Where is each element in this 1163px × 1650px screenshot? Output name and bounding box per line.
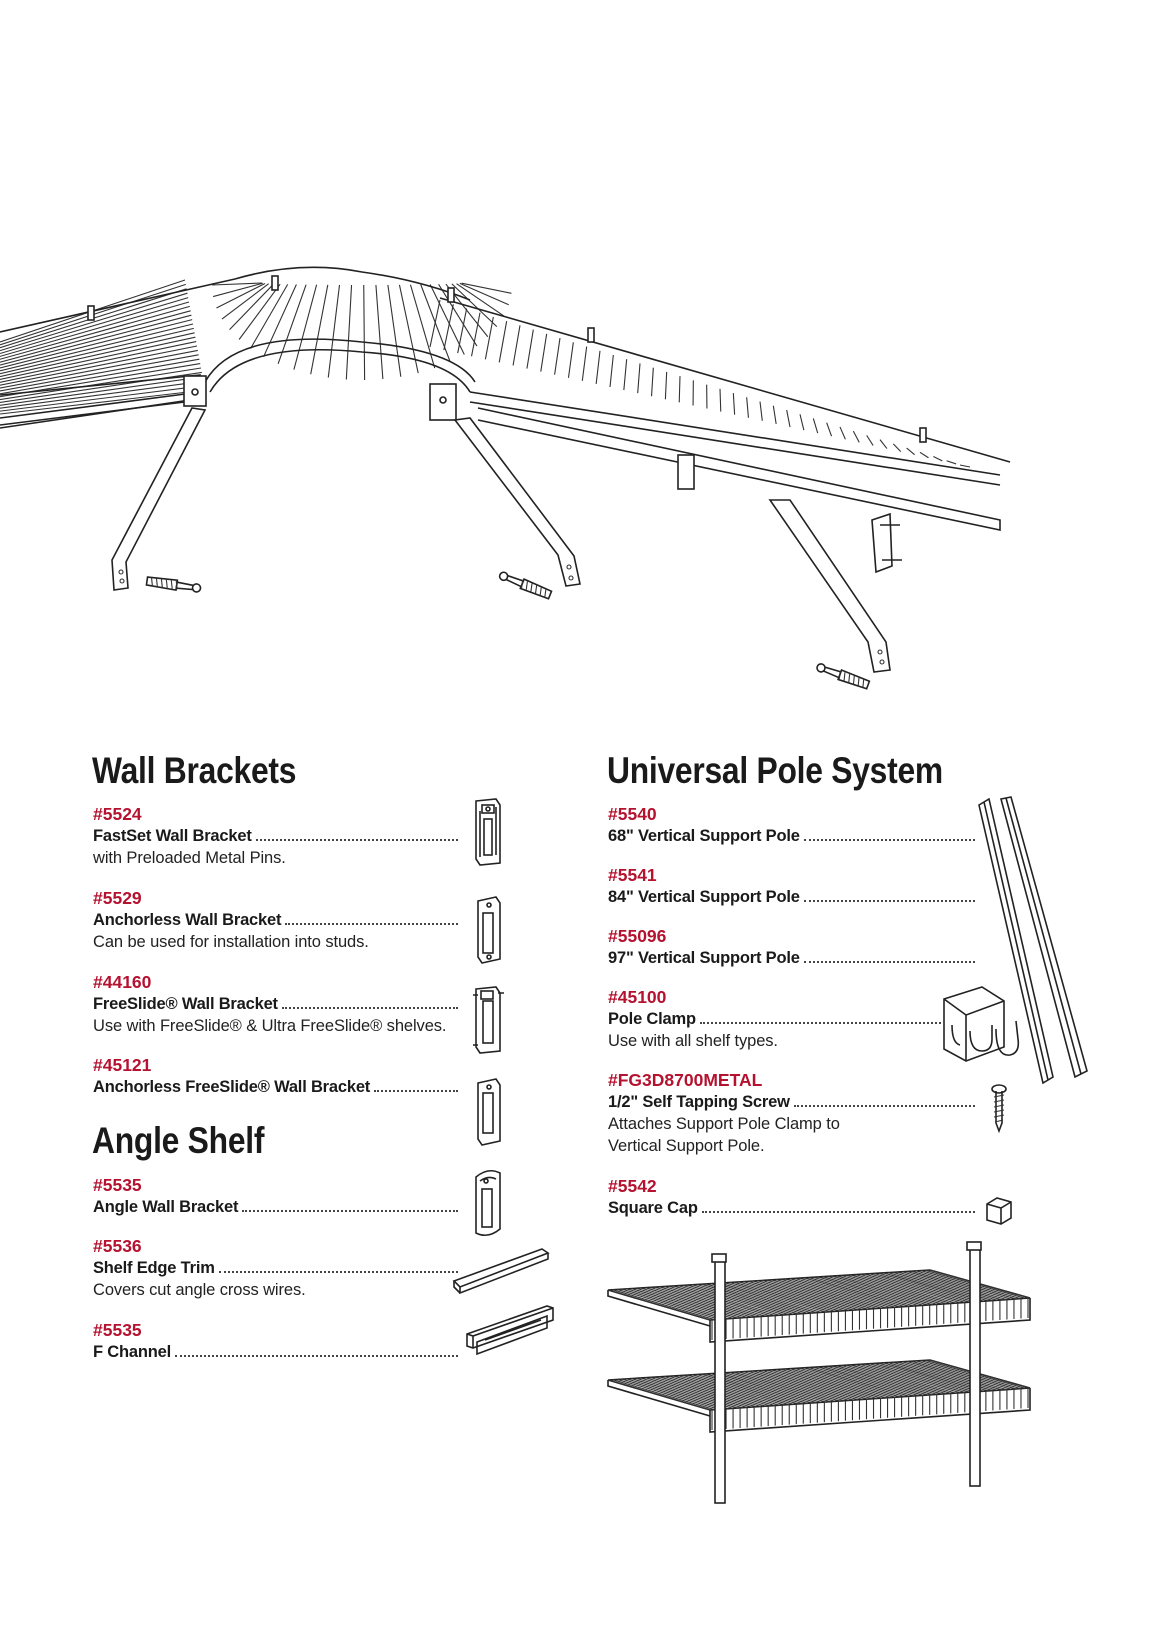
item-name: FreeSlide® Wall Bracket: [93, 995, 278, 1013]
edge-trim-icon: [452, 1248, 550, 1295]
item-desc: with Preloaded Metal Pins.: [93, 849, 286, 867]
item-name: Pole Clamp: [608, 1010, 696, 1028]
item-name: Shelf Edge Trim: [93, 1259, 215, 1277]
pole-clamp-icon: [943, 986, 1020, 1062]
item-desc: Use with all shelf types.: [608, 1032, 778, 1050]
item-code: #55096: [608, 926, 667, 946]
dot-leader: [803, 961, 975, 963]
item-desc: Can be used for installation into studs.: [93, 933, 369, 951]
item-5536: #5536 Shelf Edge Trim Covers cut angle c…: [93, 1235, 458, 1301]
item-code: #45121: [93, 1055, 152, 1075]
item-5524: #5524 FastSet Wall Bracket with Preloade…: [93, 803, 458, 869]
dot-leader: [242, 1210, 458, 1212]
item-name: Square Cap: [608, 1199, 698, 1217]
item-desc: Attaches Support Pole Clamp to: [608, 1115, 840, 1133]
anchorless-bracket-icon: [477, 896, 501, 964]
freeslide-bracket-icon: [473, 986, 504, 1054]
dot-leader: [255, 839, 458, 841]
universal-pole-title: Universal Pole System: [607, 750, 943, 791]
angle-shelf-title: Angle Shelf: [92, 1120, 265, 1161]
item-fg3d8700metal: #FG3D8700METAL 1/2" Self Tapping Screw A…: [608, 1069, 975, 1157]
item-name: Anchorless FreeSlide® Wall Bracket: [93, 1078, 371, 1096]
item-name: F Channel: [93, 1343, 171, 1361]
item-code: #5540: [608, 804, 657, 824]
dot-leader: [374, 1090, 458, 1092]
item-5529: #5529 Anchorless Wall Bracket Can be use…: [93, 887, 458, 953]
item-name: Anchorless Wall Bracket: [93, 911, 282, 929]
item-5541: #5541 84" Vertical Support Pole: [608, 864, 975, 908]
item-code: #5536: [93, 1236, 142, 1256]
item-name: FastSet Wall Bracket: [93, 827, 252, 845]
dot-leader: [699, 1022, 941, 1024]
item-45100: #45100 Pole Clamp Use with all shelf typ…: [608, 986, 941, 1052]
item-code: #5535: [93, 1320, 142, 1340]
dot-leader: [174, 1355, 458, 1357]
item-5542: #5542 Square Cap: [608, 1175, 975, 1219]
item-name: 97" Vertical Support Pole: [608, 949, 800, 967]
corner-shelf-illustration: [0, 266, 1011, 690]
dot-leader: [793, 1105, 975, 1107]
item-name: 84" Vertical Support Pole: [608, 888, 800, 906]
dot-leader: [285, 923, 458, 925]
wall-brackets-title: Wall Brackets: [92, 750, 297, 791]
item-code: #44160: [93, 972, 152, 992]
screw-icon: [991, 1084, 1007, 1134]
item-name: 68" Vertical Support Pole: [608, 827, 800, 845]
item-5535-angle: #5535 Angle Wall Bracket: [93, 1174, 458, 1218]
dot-leader: [803, 839, 975, 841]
dot-leader: [281, 1007, 458, 1009]
item-desc: Use with FreeSlide® & Ultra FreeSlide® s…: [93, 1017, 447, 1035]
item-code: #5541: [608, 865, 657, 885]
item-code: #5535: [93, 1175, 142, 1195]
square-cap-icon: [986, 1197, 1012, 1225]
angle-bracket-icon: [475, 1169, 501, 1237]
item-code: #5542: [608, 1176, 657, 1196]
item-5540: #5540 68" Vertical Support Pole: [608, 803, 975, 847]
dot-leader: [701, 1211, 975, 1213]
fastset-bracket-icon: [475, 798, 501, 866]
vertical-support-poles-icon: [978, 796, 1088, 1085]
item-55096: #55096 97" Vertical Support Pole: [608, 925, 975, 969]
item-name: 1/2" Self Tapping Screw: [608, 1093, 790, 1111]
item-code: #FG3D8700METAL: [608, 1070, 763, 1090]
item-45121: #45121 Anchorless FreeSlide® Wall Bracke…: [93, 1054, 458, 1098]
item-44160: #44160 FreeSlide® Wall Bracket Use with …: [93, 971, 458, 1037]
item-name: Angle Wall Bracket: [93, 1198, 239, 1216]
dot-leader: [803, 900, 975, 902]
item-code: #5529: [93, 888, 142, 908]
pole-shelving-illustration: [607, 1241, 1031, 1504]
f-channel-icon: [466, 1305, 554, 1356]
item-desc: Covers cut angle cross wires.: [93, 1281, 306, 1299]
item-code: #45100: [608, 987, 667, 1007]
anchorless-freeslide-bracket-icon: [477, 1078, 501, 1146]
item-5535-fchannel: #5535 F Channel: [93, 1319, 458, 1363]
item-code: #5524: [93, 804, 142, 824]
dot-leader: [218, 1271, 458, 1273]
item-desc-2: Vertical Support Pole.: [608, 1137, 765, 1155]
